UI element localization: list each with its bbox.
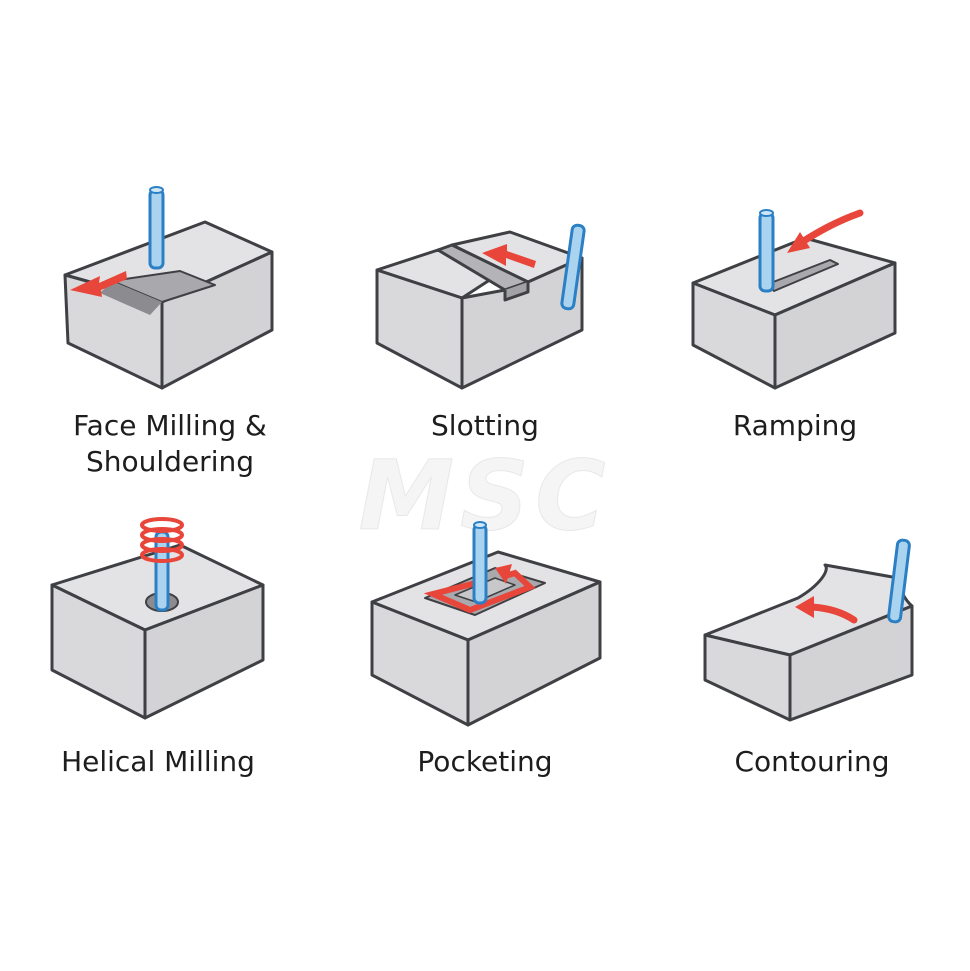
operation-label: Pocketing <box>417 745 553 778</box>
feed-arrow <box>482 244 536 268</box>
end-mill-tool <box>154 530 170 612</box>
operation-label: Helical Milling <box>61 745 255 778</box>
end-mill-tool <box>560 223 586 311</box>
contour-arrow <box>808 603 858 624</box>
operation-label: Face Milling & Shouldering <box>73 409 267 478</box>
block-side-face <box>773 261 897 390</box>
end-mill-tool <box>758 209 775 293</box>
contoured-side-face <box>788 604 914 722</box>
ramp-arrowhead <box>787 232 810 253</box>
helical-milling-illustration <box>50 517 265 720</box>
operation-label: Ramping <box>732 409 858 442</box>
face-milling-cell: Face Milling & Shouldering <box>0 0 330 490</box>
pocketing-illustration <box>370 521 602 727</box>
slotting-cell: Slotting <box>330 0 650 490</box>
pocket-arrowhead <box>495 564 512 584</box>
contouring-cell: Contouring <box>650 490 970 971</box>
contour-arrowhead <box>795 596 814 618</box>
pocket-path-arrow <box>423 569 536 614</box>
ramping-illustration <box>691 209 897 390</box>
contouring-illustration <box>703 538 914 722</box>
operation-label: Contouring <box>734 745 890 778</box>
end-mill-tool <box>887 538 911 624</box>
block-side-face <box>466 580 602 727</box>
block-side-face <box>160 250 274 390</box>
block-side-face <box>143 583 265 720</box>
ramping-cell: Ramping <box>650 0 970 490</box>
slotting-illustration <box>375 223 586 390</box>
contour-shoulder <box>824 564 899 579</box>
end-mill-tool <box>472 521 488 605</box>
ramp-arrow <box>798 209 864 246</box>
pocketing-cell: Pocketing <box>330 490 650 971</box>
face-milling-illustration <box>63 186 274 390</box>
shoulder-wall <box>100 281 162 315</box>
end-mill-tool <box>148 186 165 270</box>
helix-arrow <box>140 517 184 563</box>
helical-milling-cell: Helical Milling <box>0 490 330 971</box>
operation-label: Slotting <box>431 409 539 442</box>
feed-arrow <box>70 271 127 297</box>
